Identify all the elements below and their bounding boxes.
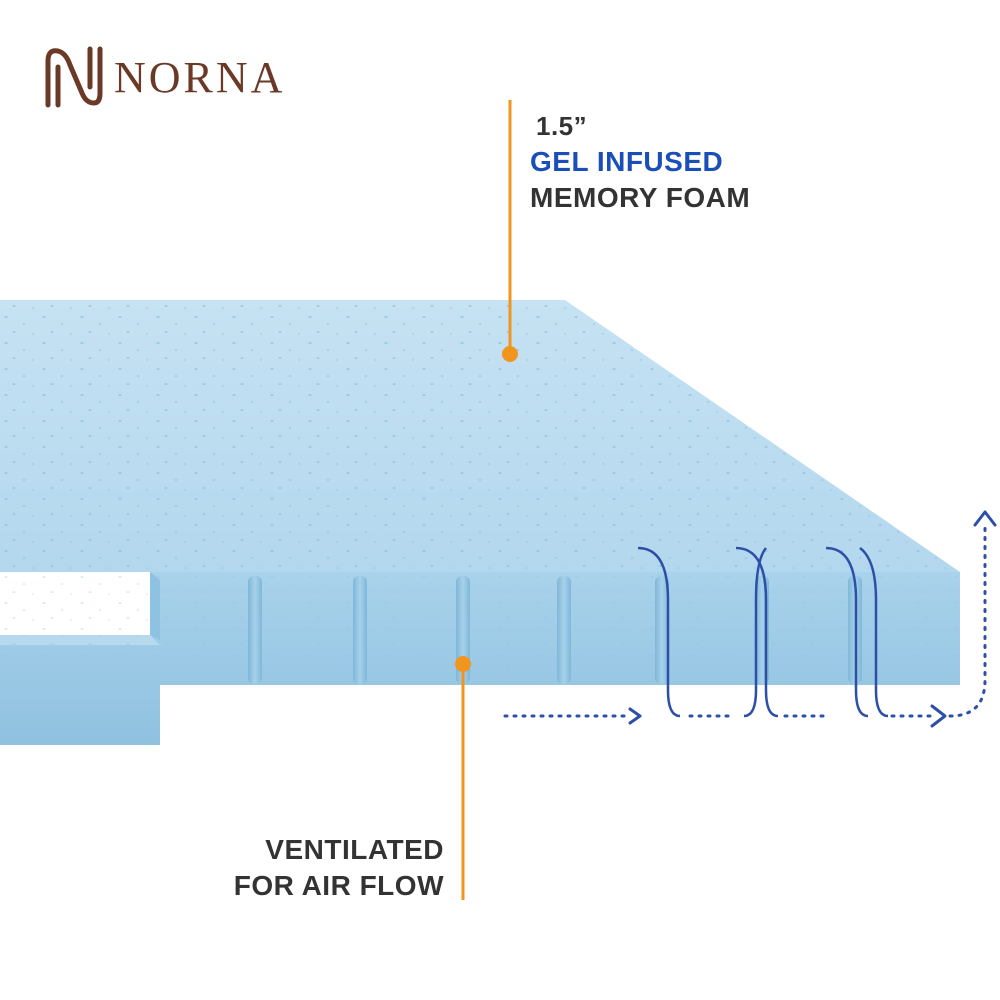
callout-dot-icon xyxy=(455,656,471,672)
brand-logo: NORNA xyxy=(42,42,285,112)
callout-top-text: 1.5” GEL INFUSED MEMORY FOAM xyxy=(530,108,750,216)
airflow-arrow-icon xyxy=(503,510,997,728)
callout-line-bottom xyxy=(455,656,471,900)
material-label: MEMORY FOAM xyxy=(530,182,751,213)
groove xyxy=(655,576,669,684)
foam-top-surface xyxy=(0,300,960,572)
groove xyxy=(557,576,571,684)
foam-side-edge xyxy=(0,572,960,745)
callout-dot-icon xyxy=(502,346,518,362)
callout-bottom-text: VENTILATED FOR AIR FLOW xyxy=(234,832,444,904)
groove xyxy=(353,576,367,684)
airflow-label: FOR AIR FLOW xyxy=(233,870,444,901)
brand-name: NORNA xyxy=(114,52,286,102)
thickness-label: 1.5” xyxy=(536,111,588,141)
feature-label: GEL INFUSED xyxy=(530,146,724,177)
norna-monogram-icon xyxy=(45,46,103,108)
groove xyxy=(248,576,262,684)
callout-line-top xyxy=(502,100,518,362)
ventilated-label: VENTILATED xyxy=(265,834,444,865)
